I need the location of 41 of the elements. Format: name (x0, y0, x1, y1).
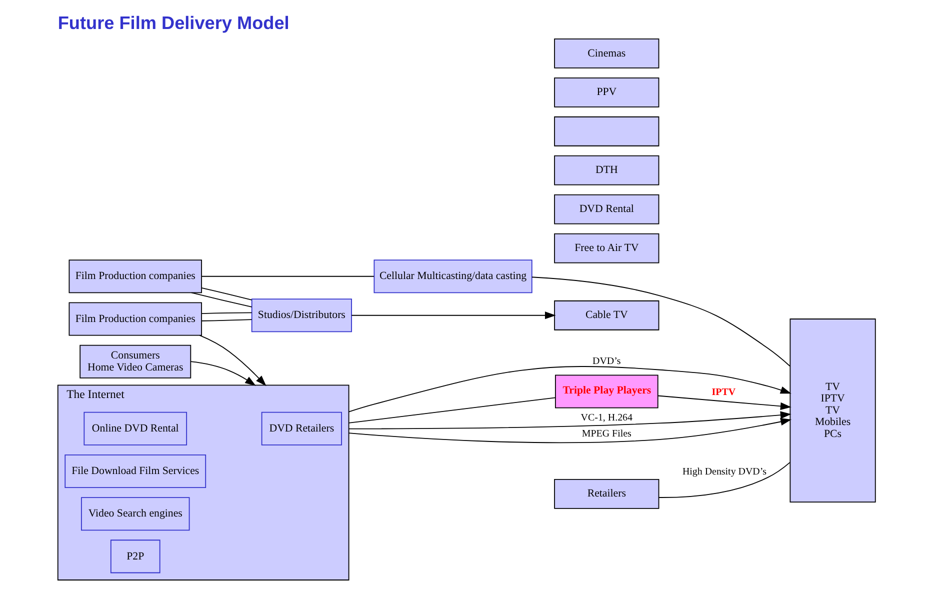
arrow (348, 418, 791, 444)
connector (200, 287, 252, 300)
edge-label: IPTV (711, 386, 736, 398)
connector (200, 312, 252, 314)
connector (531, 276, 790, 367)
node-box: Cellular Multicasting/data casting (373, 260, 532, 294)
node-box: Cable TV (554, 300, 659, 330)
arrow (350, 312, 556, 320)
diagram-title: Future Film Delivery Model (57, 12, 289, 33)
node-box: Cinemas (554, 38, 659, 68)
node-box (554, 116, 659, 146)
node-box: Retailers (554, 478, 659, 509)
node-box: Consumers Home Video Cameras (79, 344, 191, 378)
node-box: File Download Film Services (64, 454, 206, 488)
arrow (348, 366, 791, 412)
connector (658, 462, 790, 498)
node-box: Online DVD Rental (83, 412, 187, 446)
node-box: Video Search engines (80, 497, 190, 531)
edge-label: MPEG Files (581, 428, 631, 440)
node-box: PPV (554, 77, 659, 108)
node-box: Triple Play Players (554, 374, 658, 408)
node-box: Film Production companies (68, 302, 202, 336)
edge-label: DVD’s (592, 356, 620, 368)
edge-label: High Density DVD’s (682, 466, 766, 478)
arrow (198, 334, 266, 386)
connector (348, 397, 556, 424)
connector (200, 319, 252, 322)
node-box: Free to Air TV (554, 233, 659, 264)
node-box: Studios/Distributors (250, 298, 352, 332)
arrow (190, 361, 256, 386)
edge-label: VC-1, H.264 (580, 412, 632, 424)
connector (200, 276, 374, 277)
node-box: Film Production companies (68, 260, 202, 294)
node-box: P2P (110, 540, 160, 574)
node-box: DVD Retailers (260, 412, 342, 446)
node-box: TV IPTV TV Mobiles PCs (789, 318, 876, 503)
arrow (348, 411, 791, 430)
node-box: DVD Rental (554, 194, 659, 224)
connector (190, 292, 252, 308)
node-box: DTH (554, 155, 659, 186)
arrow (656, 395, 791, 410)
